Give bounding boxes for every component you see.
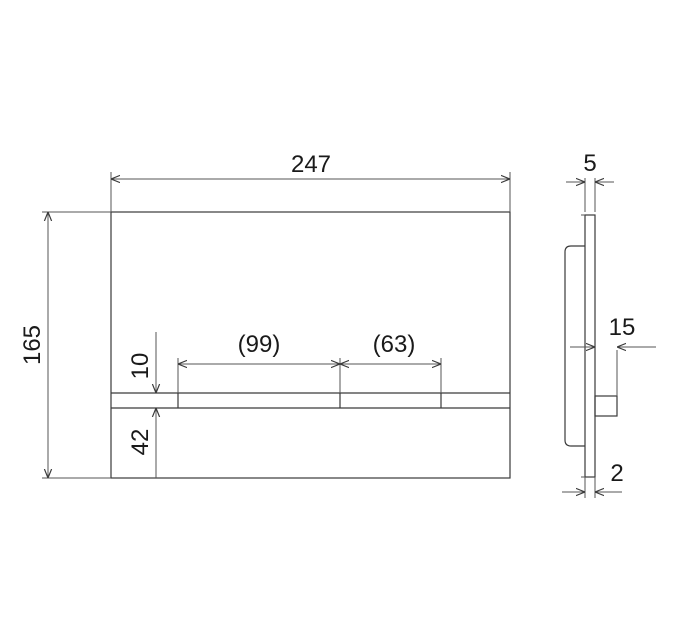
gap-label: 10: [127, 353, 154, 380]
dimension-depth: 15: [570, 314, 656, 347]
top-thickness-label: 5: [583, 150, 596, 177]
dimension-button-right: (63): [340, 331, 442, 393]
front-view: 247 165 (99) (63) 10 42: [19, 151, 511, 479]
side-view: 5 15 2: [562, 150, 656, 498]
bottom-thickness-label: 2: [610, 460, 623, 487]
dimension-width: 247: [110, 151, 511, 212]
bottom-label: 42: [127, 429, 154, 456]
depth-label: 15: [609, 314, 636, 341]
side-plate: [584, 214, 596, 478]
dimension-button-left: (99): [177, 331, 341, 393]
button-right-label: (63): [373, 331, 416, 358]
plate-outline: [110, 211, 511, 479]
dimension-bottom-thickness: 2: [562, 460, 624, 498]
dimension-top-thickness: 5: [566, 150, 614, 212]
side-frame: [564, 245, 585, 447]
width-label: 247: [291, 151, 331, 178]
height-label: 165: [19, 325, 46, 365]
button-left-label: (99): [238, 331, 281, 358]
dimension-vertical-small: 10 42: [127, 332, 156, 478]
dimension-height: 165: [19, 211, 111, 479]
side-button-body: [594, 395, 618, 417]
